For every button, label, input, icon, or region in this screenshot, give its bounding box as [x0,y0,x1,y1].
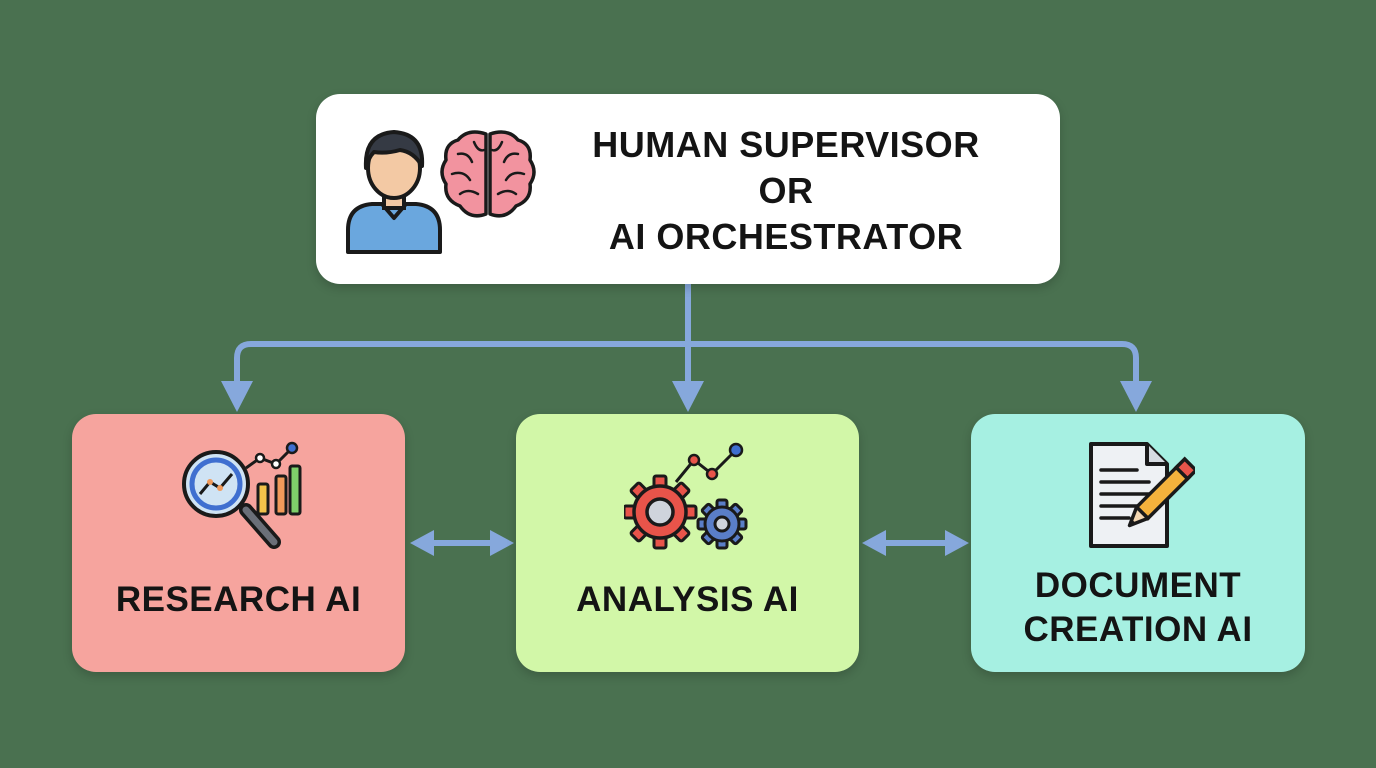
document-creation-ai-label: DOCUMENT CREATION AI [971,564,1305,652]
peer-connector-research-analysis [410,530,514,556]
supervisor-title-line1: HUMAN SUPERVISOR [592,124,980,165]
arrow-to-research [221,381,253,412]
person-icon [346,130,442,254]
peer-connector-analysis-document [862,530,969,556]
gears-chart-icon [624,442,748,550]
research-ai-label: RESEARCH AI [115,580,362,619]
arrow-to-analysis [672,381,704,412]
document-creation-ai-node: DOCUMENT CREATION AI [971,414,1305,672]
hierarchy-connectors [234,281,1139,388]
supervisor-title-line3: AI ORCHESTRATOR [608,216,964,257]
magnifier-chart-icon [182,441,302,549]
branch-line [234,341,1139,388]
research-ai-node: RESEARCH AI [72,414,405,672]
supervisor-title: HUMAN SUPERVISOR OR AI ORCHESTRATOR [546,122,1026,260]
supervisor-node: HUMAN SUPERVISOR OR AI ORCHESTRATOR [316,94,1060,284]
arrow-to-document [1120,381,1152,412]
document-pencil-icon [1089,442,1195,548]
analysis-ai-node: ANALYSIS AI [516,414,859,672]
document-creation-ai-label-line1: DOCUMENT [1034,566,1242,605]
brain-icon [440,130,536,218]
analysis-ai-label: ANALYSIS AI [576,580,799,619]
supervisor-title-line2: OR [758,170,814,211]
document-creation-ai-label-line2: CREATION AI [1023,610,1253,649]
